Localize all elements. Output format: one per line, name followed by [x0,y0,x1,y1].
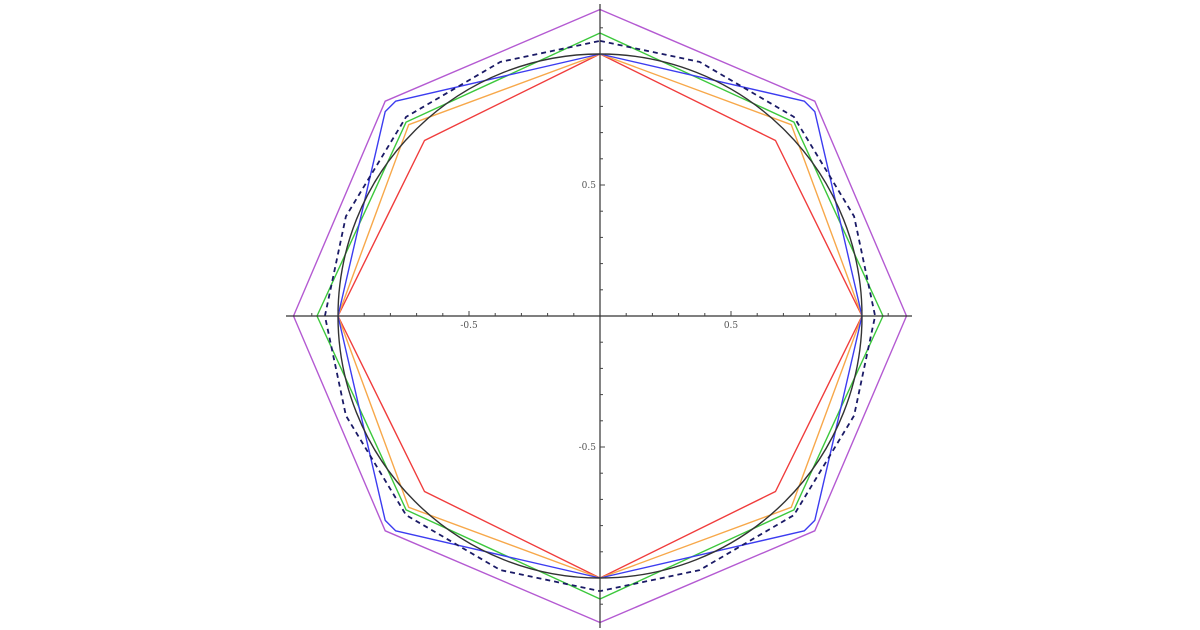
x-tick-label: -0.5 [460,321,478,331]
ticks-layer: -0.5 0.5 0.5 -0.5 [311,27,889,605]
axes-layer [286,4,912,628]
y-tick-label: 0.5 [582,181,597,191]
x-tick-label: 0.5 [724,321,739,331]
y-tick-label: -0.5 [579,443,597,453]
